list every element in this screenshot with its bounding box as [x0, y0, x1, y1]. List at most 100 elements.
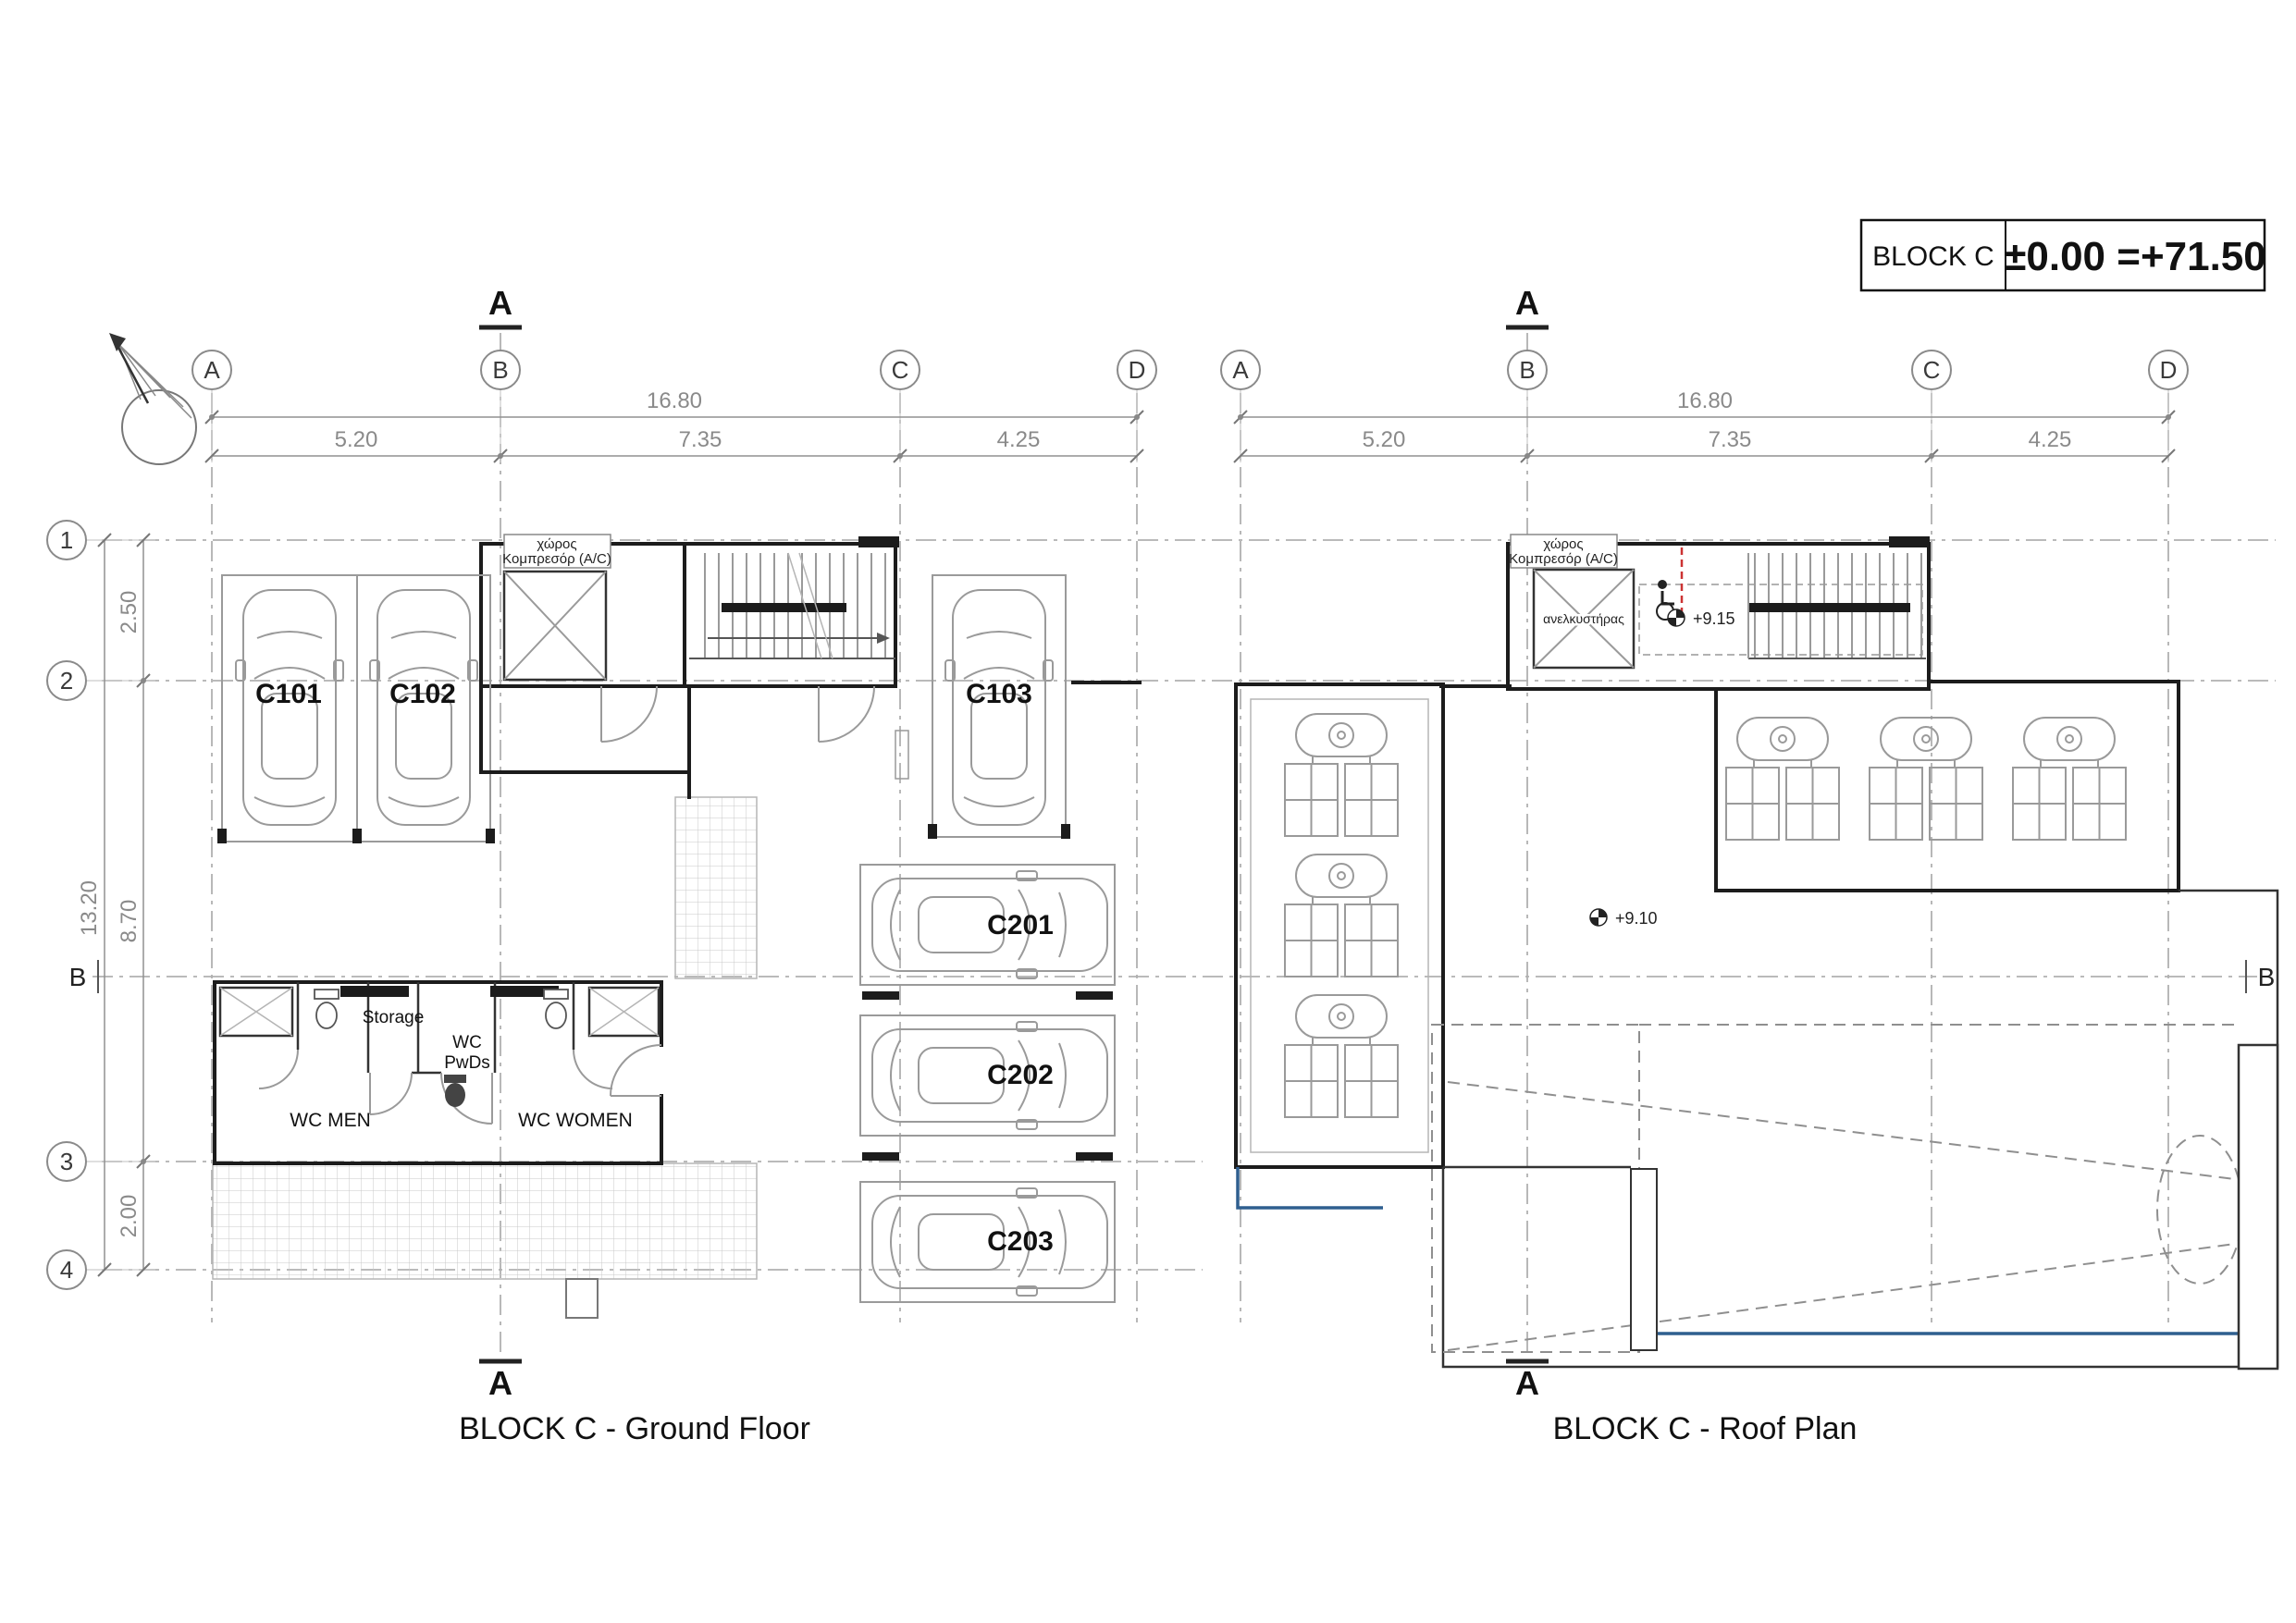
grid-label: D: [2160, 356, 2178, 384]
section-a-label: A: [1515, 284, 1539, 322]
dim-segment: 7.35: [679, 427, 722, 452]
parking-c103: C103: [928, 574, 1142, 839]
grid-bubble-row-4: 4: [46, 1249, 155, 1290]
dim-segment: 2.50: [117, 591, 142, 634]
toilet-pwds: [444, 1075, 466, 1107]
title-block-name: BLOCK C: [1872, 241, 1994, 272]
roof-elevator: ανελκυστήρας: [1532, 568, 1636, 670]
grid-label: 4: [60, 1256, 73, 1284]
grid-bubble-row-2: 2: [46, 660, 155, 701]
dim-segment: 8.70: [117, 900, 142, 943]
elevator: [502, 570, 608, 682]
solar-heater-unit: [1725, 717, 1840, 841]
grid-label: 2: [60, 667, 73, 695]
entrance-doors: [600, 685, 875, 743]
dim-segment: 4.25: [2029, 427, 2072, 452]
shaft-right: [587, 986, 660, 1038]
grid-bubble-row-3: 3: [46, 1141, 155, 1182]
solar-heater-unit: [1869, 717, 1983, 841]
dim-total-height: 13.20: [77, 880, 102, 936]
level-text: +9.10: [1615, 909, 1658, 928]
lower-roof-dashed: [1431, 1024, 2243, 1353]
dim-segment: 4.25: [997, 427, 1041, 452]
stair-handrail: [722, 603, 846, 612]
grid-bubble-ground-c: C: [880, 350, 920, 462]
grid-label: D: [1129, 356, 1146, 384]
ac-room-line1: χώρος: [537, 536, 576, 552]
level-marker-stair: +9.15: [1667, 609, 1735, 628]
ac-compressor-room-label: χώρος Κομπρεσόρ (A/C): [502, 534, 611, 569]
roof-drainage: [1236, 1043, 2279, 1371]
grid-bubble-roof-a: A: [1220, 350, 1261, 462]
grid-bubble-ground-a: A: [191, 350, 232, 462]
roof-staircase: [1747, 553, 1926, 659]
wc-block: WC MEN WC WOMEN Storage WC PwDs: [213, 980, 663, 1165]
dim-segment: 5.20: [1363, 427, 1406, 452]
room-label-wc-pwds-1: WC: [452, 1033, 482, 1052]
grid-label: 3: [60, 1148, 73, 1175]
section-a-roof-bottom: A: [1506, 1359, 1549, 1402]
section-a-ground-top: A: [479, 284, 522, 330]
toilet-women: [543, 989, 569, 1029]
roof-plan: ανελκυστήρας +9.15 χώρος Κομπρεσόρ (A/C): [1234, 534, 2279, 1371]
elevator-label: ανελκυστήρας: [1543, 611, 1624, 626]
ac-room-line2: Κομπρεσόρ (A/C): [502, 551, 611, 567]
ac-room-line2: Κομπρεσόρ (A/C): [1509, 551, 1618, 567]
grid-bubbles: A B C D A B C D 1 2: [46, 350, 2276, 1290]
grid-label: C: [892, 356, 909, 384]
section-b-label: B: [2258, 963, 2276, 991]
grid-label: B: [492, 356, 508, 384]
grid-bubble-roof-c: C: [1911, 350, 1952, 462]
section-b-marker-right: B: [2245, 960, 2276, 993]
solar-heater-unit: [1284, 854, 1399, 977]
parking-label: C101: [255, 679, 322, 709]
dimensions-roof: 16.80 5.20 7.35 4.25: [1233, 388, 2176, 463]
title-block-level: ±0.00 =+71.50: [2004, 234, 2266, 279]
grid-label: C: [1923, 356, 1941, 384]
section-b-label: B: [69, 963, 87, 991]
lobby: [479, 684, 691, 799]
grid-bubble-ground-d: D: [1117, 350, 1157, 462]
shaft-left: [218, 986, 294, 1038]
parking-label: C203: [987, 1226, 1054, 1257]
ac-room-line1: χώρος: [1543, 536, 1583, 552]
grid-lines: [93, 333, 2276, 1355]
grid-bubble-roof-d: D: [2148, 350, 2189, 462]
solar-heaters: [1284, 713, 2127, 1118]
section-a-ground-bottom: A: [479, 1359, 522, 1402]
caption-ground-floor: BLOCK C - Ground Floor: [459, 1411, 810, 1446]
parking-label: C201: [987, 910, 1054, 941]
room-label-wc-men: WC MEN: [290, 1110, 371, 1131]
paved-areas: [212, 796, 758, 1319]
grid-label: A: [1232, 356, 1249, 384]
staircase: [689, 552, 895, 659]
grid-bubble-ground-b: B: [480, 350, 521, 462]
solar-heater-unit: [1284, 713, 1399, 837]
solar-heater-unit: [1284, 994, 1399, 1118]
roof-stair-core: ανελκυστήρας +9.15 χώρος Κομπρεσόρ (A/C): [1506, 534, 1931, 691]
dimensions-ground: 16.80 5.20 7.35 4.25 13.20 2.50 8.70 2.0…: [77, 388, 1144, 1277]
sink-counter: [340, 986, 409, 997]
window-sill: [858, 536, 899, 547]
grid-label: 1: [60, 526, 73, 554]
dim-total-width: 16.80: [647, 388, 702, 413]
stair-direction-arrow: [877, 633, 890, 644]
roof-divider-wall: [1630, 1168, 1658, 1351]
north-arrow-icon: [109, 333, 197, 465]
parking-c201-c203: C201 C202 C203: [859, 864, 1116, 1303]
level-marker-roof: +9.10: [1589, 908, 1658, 928]
roof-ac-room-label: χώρος Κομπρεσόρ (A/C): [1509, 534, 1618, 569]
level-text: +9.15: [1693, 609, 1735, 628]
stair-core: χώρος Κομπρεσόρ (A/C): [479, 534, 909, 780]
grid-label: B: [1519, 356, 1535, 384]
section-markers: A A A A: [479, 284, 1549, 1402]
dim-segment: 5.20: [335, 427, 378, 452]
parking-label: C102: [389, 679, 456, 709]
parking-label: C202: [987, 1060, 1054, 1090]
section-a-label: A: [488, 1364, 512, 1402]
captions: BLOCK C - Ground Floor BLOCK C - Roof Pl…: [459, 1411, 1857, 1446]
room-label-storage: Storage: [363, 1008, 425, 1027]
grid-bubble-roof-b: B: [1507, 350, 1548, 462]
grid-bubble-row-1: 1: [46, 520, 155, 560]
